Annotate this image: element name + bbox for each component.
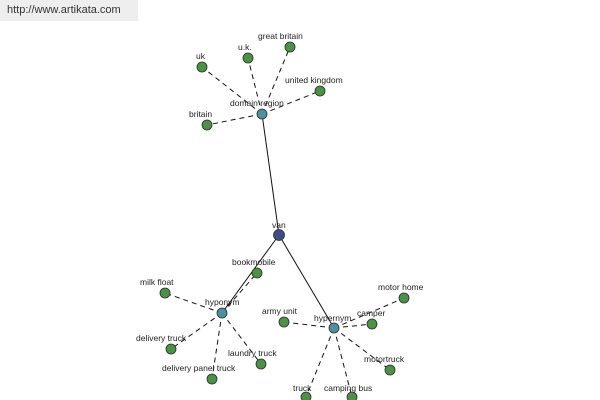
edge-hypernym-to-motor-home <box>333 297 405 329</box>
node-label-hyponym[interactable]: hyponym <box>205 297 240 307</box>
node-label-bookmobile[interactable]: bookmobile <box>232 257 276 267</box>
node-label-truck[interactable]: truck <box>293 383 312 393</box>
edge-hypernym-to-motortruck <box>333 327 391 371</box>
node-label-delivery-truck[interactable]: delivery truck <box>136 333 187 343</box>
edge-hypernym-to-truck <box>305 327 335 398</box>
edge-hyponym-to-laundry-truck <box>221 312 262 365</box>
edge-hyponym-to-bookmobile <box>221 272 258 314</box>
node-van[interactable] <box>273 229 285 241</box>
site-url-link[interactable]: http://www.artikata.com <box>0 0 138 21</box>
node-label-motor-home[interactable]: motor home <box>378 282 424 292</box>
node-label-united-kingdom[interactable]: united kingdom <box>285 75 343 85</box>
graph-labels: van domain region hyponym hypernym uk u.k. gre… <box>136 31 424 393</box>
node-label-motortruck[interactable]: motortruck <box>364 354 405 364</box>
node-label-great-britain[interactable]: great britain <box>258 31 303 41</box>
node-label-camper[interactable]: camper <box>357 308 386 318</box>
node-label-delivery-panel-truck[interactable]: delivery panel truck <box>162 363 236 373</box>
node-label-van[interactable]: van <box>272 220 286 230</box>
edge-hypernym-to-camping-bus <box>333 327 353 398</box>
node-bookmobile[interactable] <box>251 267 263 279</box>
node-motor-home[interactable] <box>398 292 410 304</box>
edge-van-to-hypernym <box>278 234 335 329</box>
node-motortruck[interactable] <box>384 364 396 376</box>
node-label-laundry-truck[interactable]: laundry truck <box>228 348 277 358</box>
graph-nodes <box>159 41 410 400</box>
node-label-army-unit[interactable]: army unit <box>262 306 298 316</box>
node-label-u-k[interactable]: u.k. <box>238 42 252 52</box>
node-britain[interactable] <box>201 119 213 131</box>
edge-hypernym-to-camper <box>333 323 373 329</box>
node-delivery-panel-truck[interactable] <box>206 373 218 385</box>
node-laundry-truck[interactable] <box>255 358 267 370</box>
node-label-milk-float[interactable]: milk float <box>140 277 174 287</box>
node-label-camping-bus[interactable]: camping bus <box>324 383 372 393</box>
node-hyponym[interactable] <box>216 307 228 319</box>
node-united-kingdom[interactable] <box>314 85 326 97</box>
node-label-britain[interactable]: britain <box>189 109 212 119</box>
edge-van-to-domain-region <box>261 113 280 236</box>
node-milk-float[interactable] <box>159 287 171 299</box>
edge-domain-region-to-united-kingdom <box>261 90 321 115</box>
node-label-uk[interactable]: uk <box>196 51 206 61</box>
node-u-k[interactable] <box>242 52 254 64</box>
node-label-domain-region[interactable]: domain region <box>230 98 284 108</box>
node-truck[interactable] <box>300 391 312 400</box>
node-hypernym[interactable] <box>328 322 340 334</box>
edge-domain-region-to-britain <box>206 113 263 126</box>
node-camper[interactable] <box>366 318 378 330</box>
edge-hyponym-to-delivery-panel-truck <box>211 312 223 380</box>
node-domain-region[interactable] <box>256 108 268 120</box>
edge-hyponym-to-delivery-truck <box>170 312 223 350</box>
edge-van-to-hyponym <box>221 234 280 314</box>
node-great-britain[interactable] <box>284 41 296 53</box>
edge-domain-region-to-great-britain <box>261 46 291 115</box>
edge-domain-region-to-u-k <box>247 57 263 115</box>
node-label-hypernym[interactable]: hypernym <box>314 313 351 323</box>
graph-edges <box>164 46 405 398</box>
node-army-unit[interactable] <box>278 316 290 328</box>
edge-hyponym-to-milk-float <box>164 292 223 314</box>
edge-domain-region-to-uk <box>201 66 263 115</box>
node-camping-bus[interactable] <box>346 391 358 400</box>
node-delivery-truck[interactable] <box>165 343 177 355</box>
node-uk[interactable] <box>196 61 208 73</box>
